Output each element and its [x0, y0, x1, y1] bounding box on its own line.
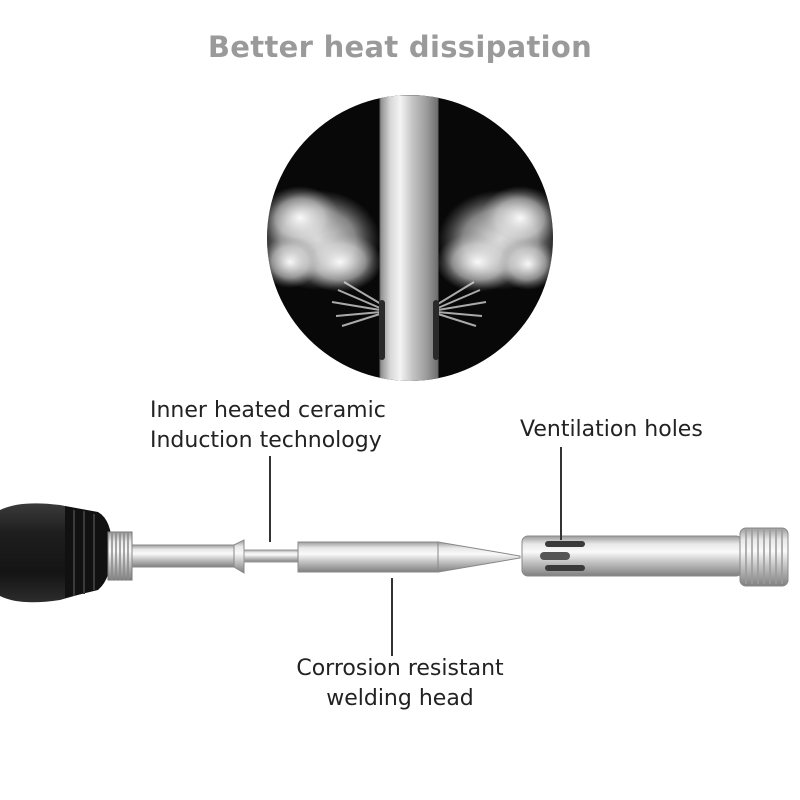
- heating-shaft: [131, 539, 301, 574]
- leader-ventilation: [560, 447, 562, 540]
- callout-corrosion-line1: Corrosion resistant: [296, 656, 504, 681]
- smoke-right: [436, 186, 553, 327]
- callout-corrosion: Corrosion resistant welding head: [292, 654, 508, 714]
- tube-closeup: [379, 95, 439, 381]
- smoke-left: [267, 186, 382, 327]
- page-title: Better heat dissipation: [207, 30, 593, 64]
- leader-inner-heated: [269, 456, 271, 542]
- callout-inner-heated-line2: Induction technology: [150, 428, 382, 453]
- welding-tip: [297, 541, 521, 573]
- callout-inner-heated: Inner heated ceramic Induction technolog…: [150, 396, 386, 456]
- callout-inner-heated-line1: Inner heated ceramic: [150, 398, 386, 423]
- leader-corrosion: [391, 578, 393, 656]
- iron-handle: [0, 503, 133, 603]
- ventilated-sleeve: [521, 527, 789, 587]
- callout-ventilation: Ventilation holes: [520, 415, 703, 445]
- callout-ventilation-line1: Ventilation holes: [520, 417, 703, 442]
- callout-corrosion-line2: welding head: [326, 686, 474, 711]
- closeup-circle: [267, 95, 553, 381]
